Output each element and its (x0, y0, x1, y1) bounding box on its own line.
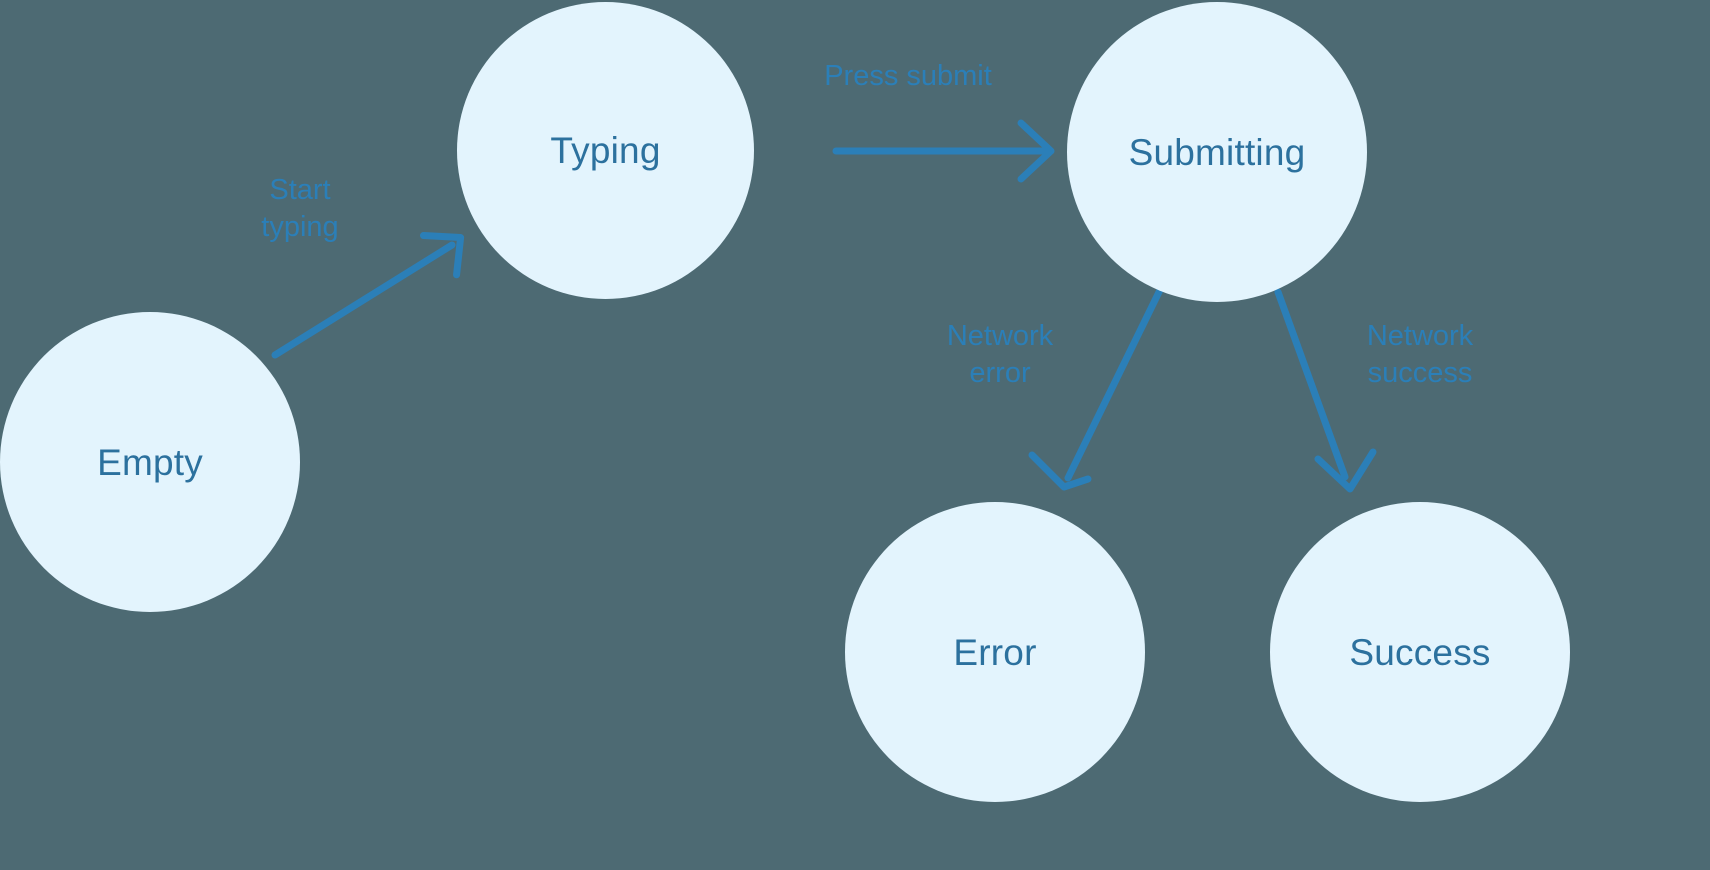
edge-empty-to-typing-arrowhead (419, 231, 465, 279)
edge-submitting-to-success-line (1274, 288, 1349, 481)
state-node-success[interactable]: Success (1270, 502, 1570, 802)
edge-submitting-to-success-arrowhead (1314, 448, 1377, 493)
state-node-typing-label: Typing (550, 130, 661, 171)
edge-label-network-success: Network success (1366, 320, 1474, 390)
edge-typing-to-submitting-arrowhead (1017, 119, 1055, 183)
state-node-error-label: Error (953, 631, 1037, 673)
edge-label-press-submit: Press submit (824, 60, 992, 92)
edge-submitting-to-error (1028, 286, 1164, 491)
state-node-empty[interactable]: Empty (0, 312, 300, 612)
edge-submitting-to-error-arrowhead (1028, 451, 1092, 491)
edge-label-start-typing: Start typing (261, 174, 339, 244)
edge-empty-to-typing-line (271, 241, 456, 359)
edge-submitting-to-success (1274, 288, 1377, 493)
state-node-submitting-label: Submitting (1128, 131, 1306, 173)
state-node-submitting[interactable]: Submitting (1067, 2, 1367, 302)
state-node-empty-label: Empty (97, 441, 203, 483)
edge-submitting-to-error-line (1064, 286, 1164, 482)
edge-empty-to-typing (271, 231, 465, 359)
edge-label-network-error: Network error (946, 320, 1054, 390)
state-node-success-label: Success (1349, 631, 1491, 673)
state-node-typing[interactable]: Typing (457, 2, 754, 299)
edge-typing-to-submitting (832, 119, 1055, 183)
state-node-error[interactable]: Error (845, 502, 1145, 802)
